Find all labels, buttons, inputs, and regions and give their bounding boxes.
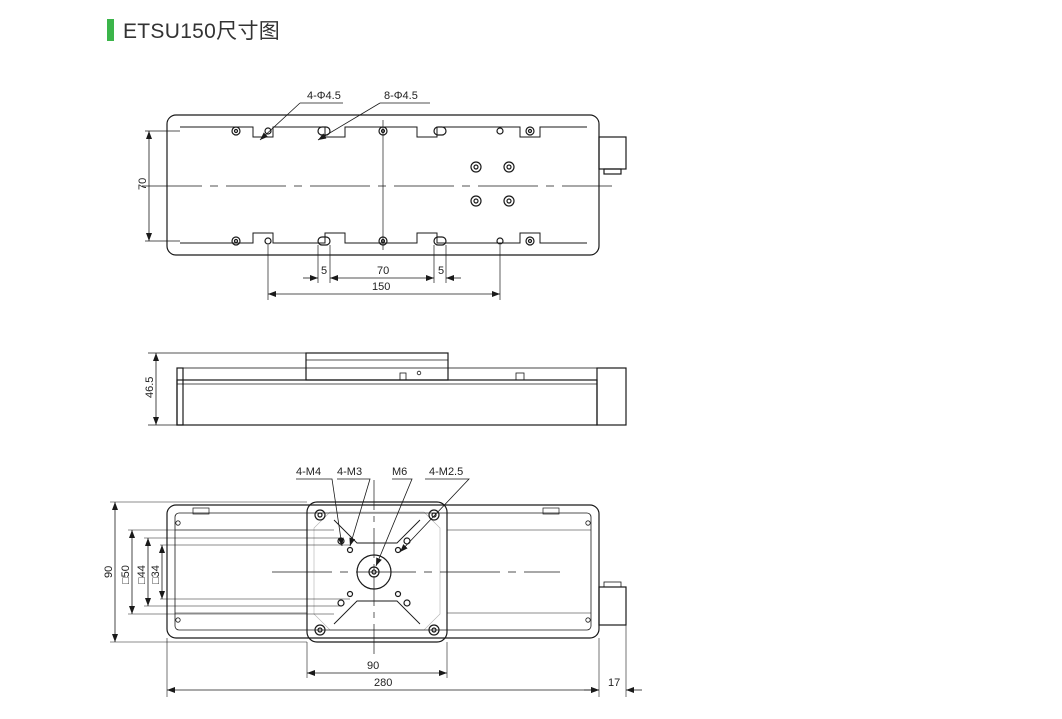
- top-view-motor-connector: [598, 136, 627, 170]
- callout-leader-4-m4: [296, 478, 344, 547]
- dim-17-label: 17: [608, 677, 620, 689]
- front-view-motor: [598, 586, 627, 626]
- dim-70-pitch-label: 70: [377, 265, 389, 277]
- callout-4-m4: 4-M4: [296, 466, 321, 478]
- side-view-body: [176, 379, 598, 426]
- title-accent-bar: [107, 19, 114, 41]
- top-view-connector-pins: [603, 168, 622, 175]
- front-view: [110, 478, 642, 697]
- top-view: [142, 102, 627, 300]
- dim-90-v-label: 90: [103, 566, 115, 578]
- page-title: ETSU150尺寸图: [123, 20, 281, 43]
- callout-leader-8-phi45: [318, 102, 430, 140]
- dim-70-label: 70: [137, 178, 149, 190]
- dim-sq34-label: □34: [150, 565, 162, 584]
- callout-leader-4-m25: [399, 478, 470, 553]
- dim-46-5-label: 46.5: [144, 377, 156, 398]
- side-view-carriage: [305, 352, 449, 381]
- callout-4-m3: 4-M3: [337, 466, 362, 478]
- dim-sq44-label: □44: [136, 565, 148, 584]
- side-view-motor: [596, 367, 627, 426]
- callout-8-phi45: 8-Φ4.5: [384, 90, 418, 102]
- callout-leader-4-phi45: [260, 102, 343, 140]
- callout-m6: M6: [392, 466, 407, 478]
- dim-sq50-label: □50: [120, 565, 132, 584]
- front-view-body: [166, 504, 600, 639]
- side-view-endcap-left: [176, 367, 184, 426]
- callout-4-m25: 4-M2.5: [429, 466, 463, 478]
- top-view-holes: [231, 126, 535, 246]
- side-view: [148, 352, 627, 426]
- dim-90-h-label: 90: [367, 660, 379, 672]
- top-view-inner-outline: [180, 126, 587, 244]
- title-bar: ETSU150尺寸图: [107, 16, 280, 44]
- dim-280-label: 280: [374, 677, 392, 689]
- dim-5-right-label: 5: [438, 265, 444, 277]
- dim-5-left-label: 5: [321, 265, 327, 277]
- callout-leader-4-m3: [337, 478, 371, 547]
- callout-4-phi45: 4-Φ4.5: [307, 90, 341, 102]
- side-view-top-cover: [182, 367, 598, 381]
- dim-150-label: 150: [372, 281, 390, 293]
- callout-leader-m6: [375, 478, 413, 567]
- top-view-body: [166, 114, 600, 256]
